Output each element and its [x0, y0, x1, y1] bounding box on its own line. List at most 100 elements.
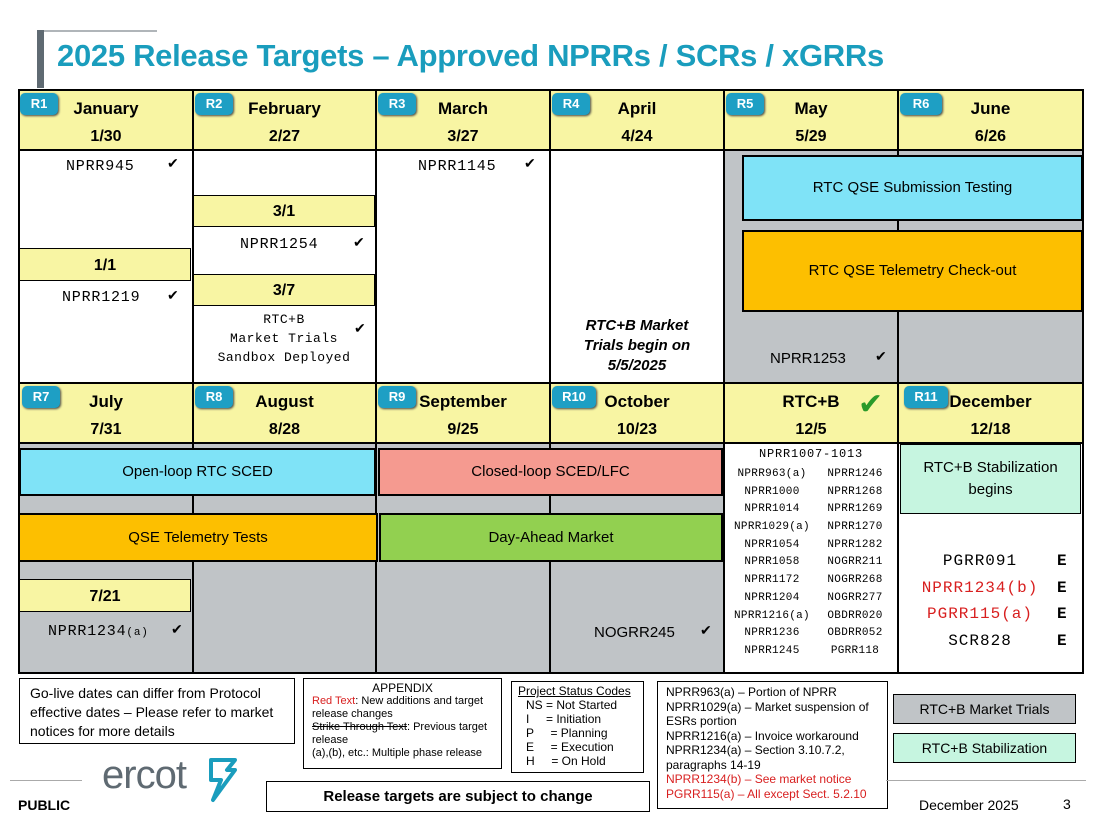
check-icon: ✔ [875, 348, 887, 364]
rtcb-item: NPRR1014 [744, 503, 800, 516]
december-item-name: PGRR115(a) [926, 605, 1033, 623]
release-badge: R10 [552, 386, 596, 408]
release-badge: R11 [904, 386, 948, 408]
rtcb-header-item: NPRR1007-1013 [758, 447, 863, 461]
sub-date-bar: 7/21 [19, 579, 191, 612]
band-open-loop-sced: Open-loop RTC SCED [19, 448, 376, 496]
band-closed-loop-sced: Closed-loop SCED/LFC [378, 448, 723, 496]
rtcb-item: NPRR1236 [744, 627, 800, 640]
item-nprr945: NPRR945 [66, 158, 135, 175]
item-nogrr245: NOGRR245 [594, 624, 675, 641]
december-item-name: PGRR091 [942, 552, 1018, 570]
note-line: NPRR1029(a) – Market suspension of ESRs … [666, 699, 869, 729]
note-line: NPRR1216(a) – Invoice workaround [666, 728, 859, 743]
legend-market-trials: RTC+B Market Trials [893, 694, 1076, 724]
cell-february [193, 150, 376, 383]
check-icon: ✔ [353, 234, 365, 250]
rtcb-item: PGRR118 [830, 644, 880, 657]
item-nprr1145: NPRR1145 [418, 158, 497, 175]
december-item-name: NPRR1234(b) [921, 578, 1039, 597]
status-code: E [1057, 578, 1067, 597]
rtcb-item: NPRR1172 [744, 574, 800, 587]
title-accent-bar [37, 30, 44, 88]
band-qse-submission-testing: RTC QSE Submission Testing [742, 155, 1083, 221]
title-accent-line [44, 30, 157, 32]
sub-date-bar: 3/1 [193, 195, 375, 227]
rtcb-item: NPRR1282 [827, 538, 883, 551]
rtcb-item: OBDRR020 [827, 609, 883, 622]
rtcb-item: NPRR1000 [744, 485, 800, 498]
band-qse-telemetry-tests: QSE Telemetry Tests [18, 513, 378, 562]
rtcb-item: NPRR1058 [744, 556, 800, 569]
release-badge: R9 [378, 386, 416, 408]
status-code: E [1057, 552, 1067, 570]
cell-april [550, 150, 724, 383]
rtcb-item: NPRR1204 [744, 591, 800, 604]
december-item: PGRR115(a) E [920, 605, 1076, 632]
rtcb-item: NPRR963(a) [737, 468, 807, 480]
public-label: PUBLIC [18, 797, 71, 813]
check-icon: ✔ [167, 155, 179, 171]
go-live-note: Go-live dates can differ from Protocol e… [19, 678, 295, 744]
rtcb-item: NOGRR268 [827, 574, 883, 587]
item-nprr1253: NPRR1253 [770, 350, 846, 367]
item-nprr1219: NPRR1219 [62, 289, 141, 306]
release-badge: R6 [900, 93, 942, 115]
release-badge: R3 [378, 93, 416, 115]
status-code: E [1057, 631, 1067, 650]
rtcb-item: NPRR1216(a) [734, 609, 810, 622]
status-codes-box: Project Status Codes NS = Not Started I … [511, 681, 644, 773]
release-badge: R7 [22, 386, 60, 408]
release-badge: R1 [20, 93, 58, 115]
note-line: NPRR963(a) – Portion of NPRR [666, 685, 837, 699]
release-badge: R8 [195, 386, 233, 408]
rtcb-item: NPRR1029(a) [734, 521, 810, 534]
item-nprr1254: NPRR1254 [240, 236, 319, 253]
check-icon: ✔ [167, 287, 179, 303]
note-line: NPRR1234(b) – See market notice [666, 772, 852, 786]
page-title: 2025 Release Targets – Approved NPRRs / … [57, 38, 884, 73]
rtcb-item: OBDRR052 [827, 627, 883, 640]
cell-december [898, 443, 1083, 673]
footer-date: December 2025 [919, 797, 1019, 813]
note-line: NPRR1234(a) – Section 3.10.7.2, paragrap… [666, 743, 845, 772]
band-day-ahead-market: Day-Ahead Market [379, 513, 723, 562]
release-badge: R4 [552, 93, 590, 115]
legend-stabilization: RTC+B Stabilization [893, 733, 1076, 763]
rtcb-item: NOGRR211 [827, 556, 883, 569]
status-code: E [1057, 605, 1067, 623]
rtcb-item: NPRR1269 [827, 503, 883, 516]
page-number: 3 [1063, 796, 1071, 812]
cell-march [376, 150, 550, 383]
rtcb-item: NPRR1270 [827, 521, 883, 534]
big-check-icon: ✔ [858, 388, 884, 421]
rtcb-item: NPRR1268 [827, 485, 883, 498]
check-icon: ✔ [354, 320, 366, 336]
rtcb-item: NPRR1246 [827, 468, 883, 480]
check-icon: ✔ [700, 622, 712, 638]
footer-line [886, 780, 1086, 781]
ercot-bolt-icon [209, 758, 237, 802]
december-item-name: SCR828 [948, 631, 1012, 650]
rtcb-item: NPRR1245 [744, 644, 800, 657]
ercot-logo: ercot [102, 753, 187, 797]
sub-date-bar: 3/7 [193, 274, 375, 306]
band-qse-telemetry-checkout: RTC QSE Telemetry Check-out [742, 230, 1083, 312]
check-icon: ✔ [524, 155, 536, 171]
band-rtcb-stabilization: RTC+B Stabilization begins [900, 444, 1081, 514]
release-badge: R2 [195, 93, 233, 115]
rtcb-item: NOGRR277 [827, 591, 883, 604]
december-item: NPRR1234(b) E [920, 579, 1076, 606]
sub-date-bar: 1/1 [19, 248, 191, 281]
december-item: PGRR091 E [920, 552, 1076, 579]
subject-to-change-note: Release targets are subject to change [266, 781, 650, 812]
cell-rtcb [724, 443, 898, 673]
appendix-box: APPENDIX Red Text: New additions and tar… [303, 678, 502, 769]
